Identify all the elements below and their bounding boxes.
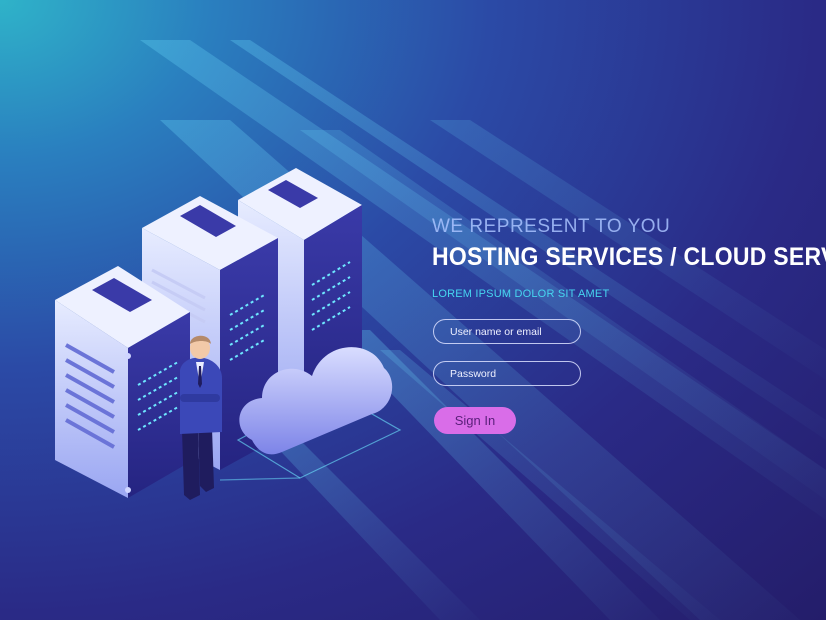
sign-in-button[interactable]: Sign In — [434, 407, 516, 434]
businessman-figure — [180, 335, 222, 500]
server-illustration — [55, 168, 402, 500]
hero-tagline: WE REPRESENT TO YOU — [432, 216, 671, 237]
hero-subtext: LOREM IPSUM DOLOR SIT AMET — [432, 288, 610, 300]
hero-copy: WE REPRESENT TO YOU HOSTING SERVICES / C… — [432, 216, 826, 300]
server-rack-icon — [55, 266, 190, 498]
username-input[interactable] — [433, 319, 581, 344]
hero-headline: HOSTING SERVICES / CLOUD SERVER — [432, 243, 826, 271]
cloud-icon — [239, 347, 393, 455]
password-input[interactable] — [433, 361, 581, 386]
